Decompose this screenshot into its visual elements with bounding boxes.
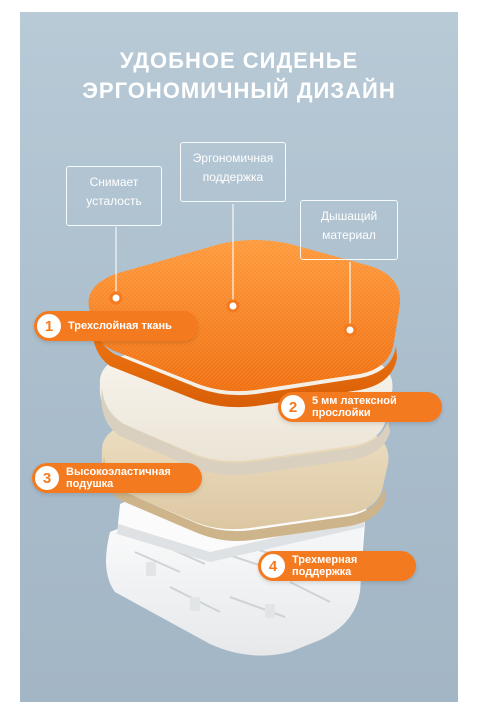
layer-label-1: 1 Трехслойная ткань <box>34 311 198 341</box>
tooltip-line: Дышащий <box>320 209 378 223</box>
callout-lines <box>115 204 351 330</box>
layer-label-text: Трехслойная ткань <box>68 320 172 332</box>
layer-label-3: 3 Высокоэластичная подушка <box>32 463 202 493</box>
headline-line-2: ЭРГОНОМИЧНЫЙ ДИЗАЙН <box>82 78 396 103</box>
layer-label-text: 5 мм латексной <box>312 395 397 407</box>
layer-number: 2 <box>281 395 305 419</box>
layer-label-text: поддержка <box>292 566 352 578</box>
callout-dots <box>109 291 357 337</box>
layer-label-2: 2 5 мм латексной прослойки <box>278 392 442 422</box>
layer-label-text: Высокоэластичная <box>66 466 171 478</box>
layer-number: 1 <box>37 314 61 338</box>
layer-label-4: 4 Трехмерная поддержка <box>258 551 416 581</box>
tooltip-ergonomic-support: Эргономичная поддержка <box>180 142 286 202</box>
layer-label-text: прослойки <box>312 407 371 419</box>
tooltip-line: Эргономичная <box>192 151 274 165</box>
layer-label-text: Трехмерная <box>292 554 358 566</box>
layer-number: 4 <box>261 554 285 578</box>
tooltip-line: поддержка <box>202 170 264 184</box>
layer-label-text: подушка <box>66 478 114 490</box>
tooltip-breathable-material: Дышащий материал <box>300 200 398 260</box>
tooltip-line: усталость <box>86 194 142 208</box>
tooltip-line: материал <box>322 228 376 242</box>
tooltip-relieves-fatigue: Снимает усталость <box>66 166 162 226</box>
layer-number: 3 <box>35 466 59 490</box>
headline-line-1: УДОБНОЕ СИДЕНЬЕ <box>119 48 359 73</box>
seat-layers-illustration <box>88 204 401 656</box>
banner-panel: УДОБНОЕ СИДЕНЬЕ ЭРГОНОМИЧНЫЙ ДИЗАЙН <box>20 12 458 702</box>
tooltip-line: Снимает <box>89 175 139 189</box>
fabric-top <box>88 240 401 408</box>
